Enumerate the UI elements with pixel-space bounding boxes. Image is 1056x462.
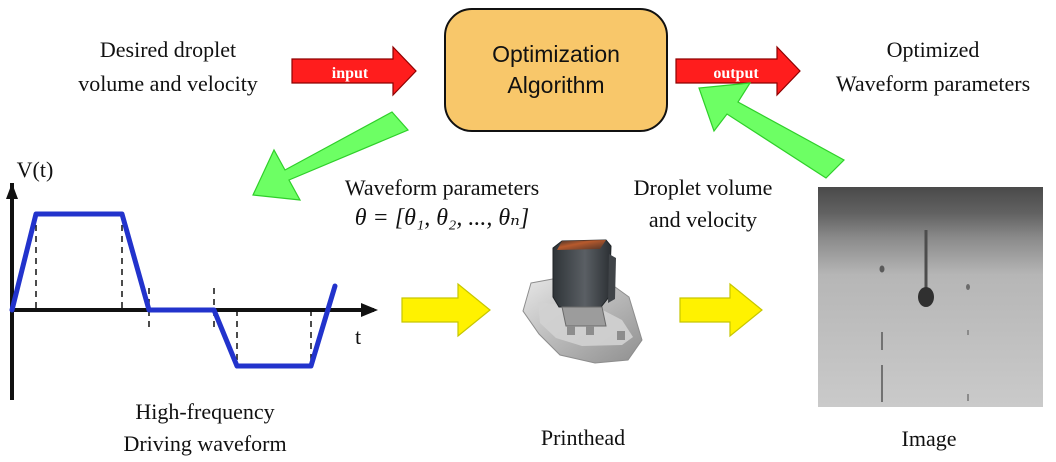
- output-arrow-label: output: [713, 65, 759, 82]
- optimization-algorithm-box: Optimization Algorithm: [444, 8, 668, 132]
- droplet-satellite: [879, 265, 885, 273]
- measurement-line2: and velocity: [649, 207, 757, 232]
- waveform-y-axis-arrow-icon: [6, 183, 18, 199]
- waveform-line: [9, 211, 338, 369]
- desired-input-text-line2: volume and velocity: [78, 71, 258, 96]
- image-label: Image: [902, 426, 957, 451]
- yellow-arrow-icon: [401, 282, 491, 338]
- measurement-line1: Droplet volume: [634, 175, 773, 200]
- output-arrow: output: [675, 45, 801, 97]
- red-arrow-icon: [291, 45, 417, 97]
- waveform-caption-line1: High-frequency: [135, 399, 274, 424]
- droplet-satellite: [966, 284, 970, 290]
- printhead-side: [608, 254, 616, 303]
- printhead-graphic: [522, 239, 643, 364]
- droplet-image: [818, 187, 1043, 407]
- desired-input-text-line1: Desired droplet: [100, 37, 236, 62]
- waveform-x-axis-arrow-icon: [361, 303, 378, 317]
- printhead-connector: [617, 331, 625, 340]
- waveform-caption-line2: Driving waveform: [123, 431, 286, 456]
- waveform-y-axis-label: V(t): [17, 157, 54, 182]
- green-arrow-icon: [252, 111, 410, 201]
- waveform-parameters-formula: θ = [θ₁, θ₂, ..., θₙ]: [355, 205, 529, 231]
- input-arrow-label: input: [332, 65, 369, 82]
- green-arrow-icon: [698, 82, 845, 179]
- droplet-main: [918, 287, 934, 307]
- yellow-arrow-icon: [679, 282, 763, 338]
- red-arrow-icon: [675, 45, 801, 97]
- waveform-parameters-title: Waveform parameters: [345, 175, 539, 200]
- input-arrow: input: [291, 45, 417, 97]
- waveform-guides: [35, 214, 312, 366]
- printhead-label: Printhead: [541, 425, 625, 450]
- printhead-top: [557, 240, 606, 250]
- printhead-nozzle-block: [561, 306, 607, 327]
- printhead-body: [552, 239, 612, 308]
- printhead-connector: [586, 326, 594, 335]
- optimization-algorithm-line2: Algorithm: [507, 72, 605, 98]
- optimized-output-line1: Optimized: [887, 37, 980, 62]
- waveform-x-axis-label: t: [355, 324, 361, 349]
- optimized-output-line2: Waveform parameters: [836, 71, 1030, 96]
- printhead-connector: [567, 326, 575, 335]
- optimization-algorithm-line1: Optimization: [492, 41, 620, 67]
